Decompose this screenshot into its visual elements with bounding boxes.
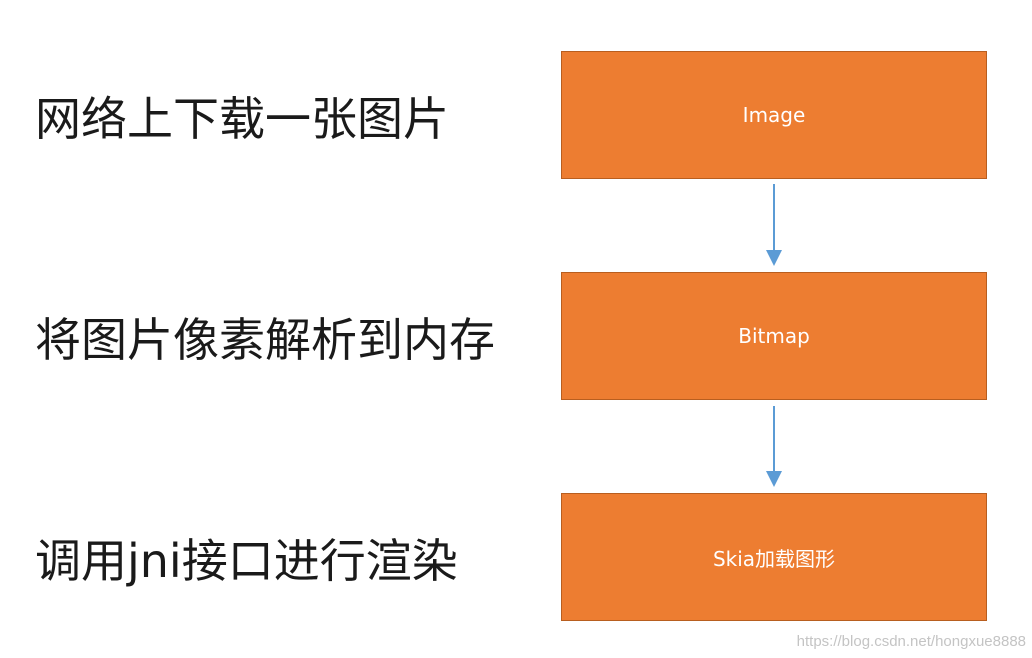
skia-box: Skia加载图形 bbox=[561, 493, 987, 621]
bitmap-box: Bitmap bbox=[561, 272, 987, 400]
bitmap-box-label: Bitmap bbox=[738, 324, 810, 348]
image-box: Image bbox=[561, 51, 987, 179]
skia-box-label: Skia加载图形 bbox=[712, 546, 836, 571]
arrow-bitmap-to-skia bbox=[766, 406, 782, 487]
step-2-description: 将图片像素解析到内存 bbox=[35, 313, 495, 367]
step-1-description: 网络上下载一张图片 bbox=[35, 92, 449, 146]
image-box-label: Image bbox=[742, 103, 806, 127]
step-3-description: 调用jni接口进行渲染 bbox=[35, 534, 458, 588]
watermark-text: https://blog.csdn.net/hongxue8888 bbox=[796, 633, 1026, 650]
arrow-image-to-bitmap bbox=[766, 184, 782, 266]
